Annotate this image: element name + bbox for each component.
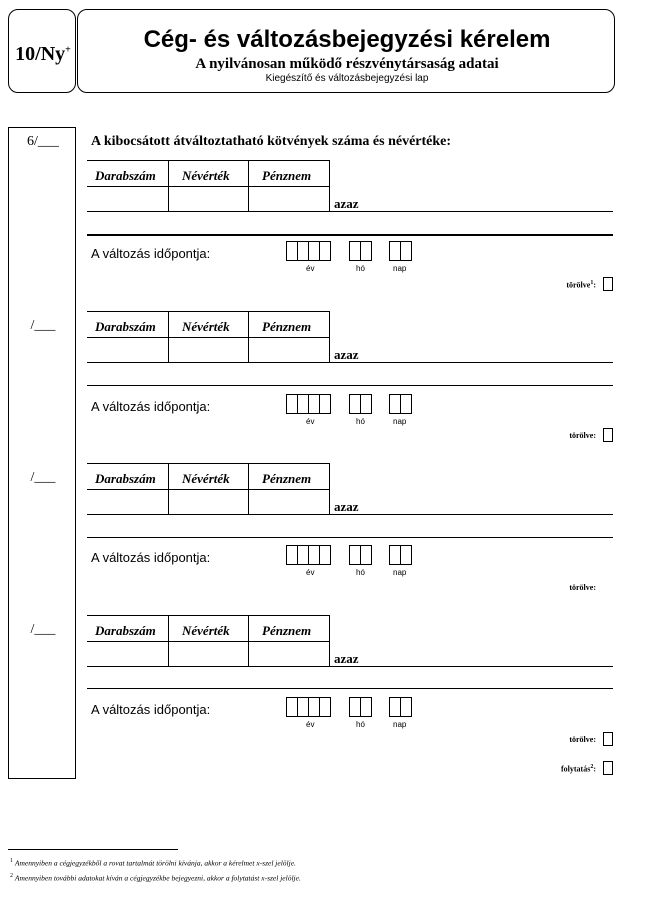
currency-input[interactable] <box>249 490 328 514</box>
day-label: nap <box>393 720 407 729</box>
year-label: év <box>306 417 315 426</box>
azaz-label: azaz <box>334 499 359 514</box>
month-digit[interactable] <box>360 241 372 261</box>
day-digit[interactable] <box>400 241 412 261</box>
currency-input[interactable] <box>249 338 328 362</box>
currency-header: Pénznem <box>262 168 312 183</box>
change-date-label: A változás időpontja: <box>91 702 211 717</box>
form-code: 10/Ny+ <box>15 43 71 65</box>
deleted-flag-label: törölve1: <box>566 280 596 290</box>
day-label: nap <box>393 417 407 426</box>
deleted-checkbox[interactable] <box>603 428 613 442</box>
deleted-checkbox[interactable] <box>603 732 613 746</box>
face-value-header: Névérték <box>182 168 230 183</box>
entry-block: Darabszám Névérték Pénznem azaz A változ… <box>0 160 648 310</box>
title-box: Cég- és változásbejegyzési kérelem A nyi… <box>77 9 615 93</box>
month-digit[interactable] <box>360 394 372 414</box>
day-label: nap <box>393 264 407 273</box>
face-value-input[interactable] <box>169 187 247 211</box>
change-date-label: A változás időpontja: <box>91 550 211 565</box>
row-number: /___ <box>30 318 56 333</box>
month-label: hó <box>356 417 365 426</box>
face-value-input[interactable] <box>169 642 247 666</box>
footnote-divider <box>8 849 178 850</box>
count-input[interactable] <box>88 490 167 514</box>
azaz-label: azaz <box>334 651 359 666</box>
deleted-flag-label: törölve: <box>569 735 596 744</box>
footnote-2: 2 Amennyiben további adatokat kíván a cé… <box>10 873 301 883</box>
row-number: /___ <box>30 622 56 637</box>
month-label: hó <box>356 568 365 577</box>
count-header: Darabszám <box>95 319 156 334</box>
entry-block: Darabszám Névérték Pénznem azaz A változ… <box>0 311 648 461</box>
count-header: Darabszám <box>95 623 156 638</box>
azaz-label: azaz <box>334 196 359 211</box>
section-heading: A kibocsátott átváltoztatható kötvények … <box>91 134 452 149</box>
month-digit[interactable] <box>360 697 372 717</box>
face-value-header: Névérték <box>182 471 230 486</box>
count-input[interactable] <box>88 187 167 211</box>
azaz-label: azaz <box>334 347 359 362</box>
deleted-flag-label: törölve: <box>569 431 596 440</box>
year-digit[interactable] <box>319 545 331 565</box>
deleted-checkbox[interactable] <box>603 277 613 291</box>
day-digit[interactable] <box>400 394 412 414</box>
count-header: Darabszám <box>95 168 156 183</box>
year-digit[interactable] <box>319 697 331 717</box>
footnote-1: 1 Amennyiben a cégjegyzékből a rovat tar… <box>10 858 296 868</box>
day-digit[interactable] <box>400 545 412 565</box>
continuation-checkbox[interactable] <box>603 761 613 775</box>
day-label: nap <box>393 568 407 577</box>
currency-header: Pénznem <box>262 623 312 638</box>
row-number: /___ <box>30 470 56 485</box>
year-label: év <box>306 568 315 577</box>
year-digit[interactable] <box>319 394 331 414</box>
currency-input[interactable] <box>249 187 328 211</box>
count-header: Darabszám <box>95 471 156 486</box>
year-label: év <box>306 720 315 729</box>
face-value-header: Névérték <box>182 623 230 638</box>
row-number: 6/___ <box>27 134 59 149</box>
face-value-header: Névérték <box>182 319 230 334</box>
row-number-column: 6/___ /___ /___ /___ <box>8 127 76 779</box>
entry-block: Darabszám Névérték Pénznem azaz A változ… <box>0 463 648 613</box>
deleted-flag-label: törölve: <box>569 583 596 592</box>
count-input[interactable] <box>88 642 167 666</box>
currency-header: Pénznem <box>262 319 312 334</box>
change-date-label: A változás időpontja: <box>91 399 211 414</box>
month-digit[interactable] <box>360 545 372 565</box>
page-title: Cég- és változásbejegyzési kérelem <box>143 26 551 53</box>
amount-in-words-input[interactable] <box>372 338 612 362</box>
day-digit[interactable] <box>400 697 412 717</box>
entry-block: Darabszám Névérték Pénznem azaz A változ… <box>0 615 648 785</box>
amount-in-words-input[interactable] <box>372 490 612 514</box>
face-value-input[interactable] <box>169 338 247 362</box>
amount-in-words-input[interactable] <box>372 187 612 211</box>
month-label: hó <box>356 264 365 273</box>
month-label: hó <box>356 720 365 729</box>
form-code-box: 10/Ny+ <box>8 9 76 93</box>
page-subtitle: A nyilvánosan működő részvénytársaság ad… <box>195 56 499 72</box>
amount-in-words-input[interactable] <box>372 642 612 666</box>
currency-input[interactable] <box>249 642 328 666</box>
currency-header: Pénznem <box>262 471 312 486</box>
year-digit[interactable] <box>319 241 331 261</box>
continuation-flag-label: folytatás2: <box>561 764 596 774</box>
year-label: év <box>306 264 315 273</box>
sheet-type: Kiegészítő és változásbejegyzési lap <box>265 73 429 84</box>
face-value-input[interactable] <box>169 490 247 514</box>
change-date-label: A változás időpontja: <box>91 246 211 261</box>
count-input[interactable] <box>88 338 167 362</box>
